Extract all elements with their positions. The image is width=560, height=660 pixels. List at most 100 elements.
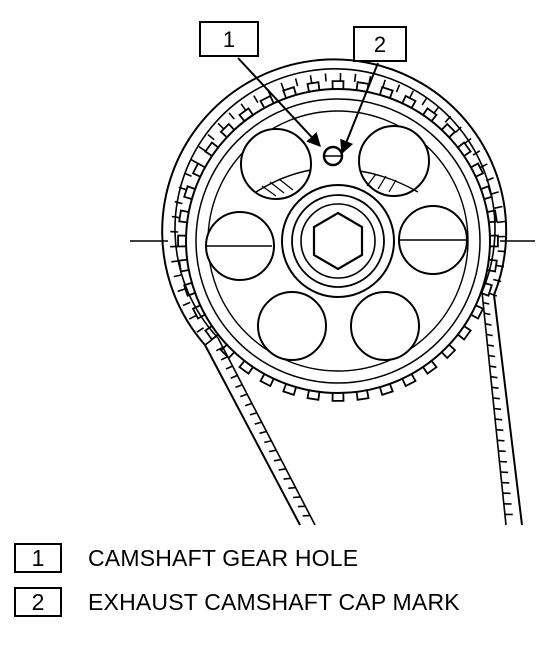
gear-tooth	[178, 258, 189, 273]
legend-item-2: 2 EXHAUST CAMSHAFT CAP MARK	[14, 585, 460, 619]
legend-item-1: 1 CAMSHAFT GEAR HOLE	[14, 541, 358, 575]
timing-belt	[161, 58, 523, 526]
camshaft-gear-diagram: 1 2	[130, 21, 535, 526]
gear-tooth	[204, 325, 219, 341]
belt-tooth	[496, 220, 505, 224]
belt-tooth	[198, 146, 207, 152]
lightening-hole-bottom-right	[350, 291, 420, 361]
gear-tooth	[183, 185, 196, 200]
lightening-hole-top-right	[358, 125, 430, 197]
belt-run-tooth	[235, 384, 243, 389]
gear-tooth	[331, 392, 345, 402]
belt-tooth	[182, 301, 191, 307]
legend-label: CAMSHAFT GEAR HOLE	[88, 544, 359, 571]
callout-1-arrow	[237, 57, 321, 148]
gear-tooth	[489, 234, 499, 248]
belt-run-tooth	[244, 402, 253, 407]
callout-2-arrow	[340, 62, 379, 155]
camshaft-gear-hole	[322, 145, 344, 167]
belt-tooth	[171, 260, 180, 263]
belt-tooth	[454, 126, 462, 133]
belt-tooth	[188, 314, 197, 320]
gear-tooth	[219, 122, 235, 138]
belt-tooth	[408, 90, 415, 99]
belt-run-tooth	[487, 344, 495, 347]
belt-run-tooth	[488, 354, 496, 358]
belt-tooth	[240, 103, 247, 111]
belt-tooth	[495, 264, 505, 268]
gear-tooth	[401, 373, 417, 388]
camshaft-hub	[281, 184, 395, 298]
camshaft-cap-through-holes	[206, 169, 467, 247]
gear-tooth	[487, 209, 498, 224]
belt-tooth	[472, 150, 481, 156]
lightening-hole-bottom-left	[257, 291, 327, 361]
callout-2-number: 2	[374, 32, 386, 57]
belt-run-tooth	[215, 346, 224, 352]
belt-run-tooth	[482, 301, 490, 305]
gear-tooth	[178, 209, 189, 224]
belt-run-tooth	[493, 407, 502, 411]
callout-1-box	[199, 21, 259, 57]
gear-tooth	[355, 390, 370, 401]
callout-2: 2	[340, 26, 407, 155]
timing-belt-wrap	[161, 58, 508, 346]
legend-label: EXHAUST CAMSHAFT CAP MARK	[88, 588, 460, 615]
belt-run-tooth	[484, 312, 491, 316]
camshaft-gear-web	[195, 98, 481, 384]
hex-bolt-head	[312, 211, 364, 271]
belt-tooth	[444, 115, 452, 123]
belt-tooth	[382, 79, 386, 88]
belt-run-tooth	[249, 412, 258, 416]
lightening-hole-top-left	[240, 128, 312, 200]
belt-tooth	[479, 163, 488, 169]
belt-run-tooth	[268, 449, 277, 453]
legend-number-box: 2	[14, 587, 62, 617]
belt-run-tooth	[220, 355, 229, 361]
belt-run-tooth	[486, 333, 493, 337]
belt-tooth	[395, 84, 401, 93]
legend: 1 CAMSHAFT GEAR HOLE 2 EXHAUST CAMSHAFT …	[0, 535, 560, 655]
belt-run-tooth	[230, 374, 238, 379]
gear-tooth	[259, 94, 275, 109]
belt-run-tooth	[489, 365, 497, 368]
callout-2-box	[353, 26, 407, 62]
belt-tooth	[485, 176, 494, 182]
belt-run-tooth	[490, 375, 498, 379]
callout-1: 1	[199, 21, 321, 148]
gear-tooth	[238, 107, 254, 122]
belt-run-tooth	[496, 428, 504, 432]
gear-tooth	[306, 81, 321, 92]
belt-run-tooth	[254, 421, 262, 425]
gear-tooth	[441, 122, 457, 138]
gear-tooth	[282, 383, 297, 396]
belt-run-tooth	[485, 323, 492, 326]
gear-tooth	[457, 141, 472, 157]
belt-tooth	[171, 215, 180, 219]
belt-run-tooth	[283, 477, 291, 480]
belt-tooth	[309, 75, 313, 84]
gear-tooth	[282, 86, 297, 99]
gear-tooth	[306, 390, 321, 401]
belt-run-tooth	[491, 386, 499, 389]
belt-tooth	[490, 191, 499, 195]
belt-tooth	[497, 250, 506, 253]
timing-belt-right-run-outer	[493, 294, 523, 526]
belt-tooth	[294, 78, 299, 87]
belt-run-tooth	[278, 468, 287, 471]
legend-number-box: 1	[14, 543, 62, 573]
gear-tooth	[457, 325, 472, 341]
belt-tooth	[217, 122, 225, 130]
belt-tooth	[488, 292, 498, 297]
timing-belt-left-run-outer	[204, 344, 301, 526]
belt-tooth	[177, 288, 186, 293]
gear-tooth	[238, 360, 254, 375]
belt-tooth	[190, 158, 199, 165]
camshaft-gear-teeth	[177, 80, 499, 402]
gear-tooth	[331, 80, 345, 90]
belt-run-tooth	[492, 397, 500, 400]
gear-tooth	[379, 383, 394, 396]
gear-tooth	[379, 86, 394, 99]
belt-run-tooth	[264, 440, 272, 444]
belt-run-tooth	[497, 439, 505, 442]
